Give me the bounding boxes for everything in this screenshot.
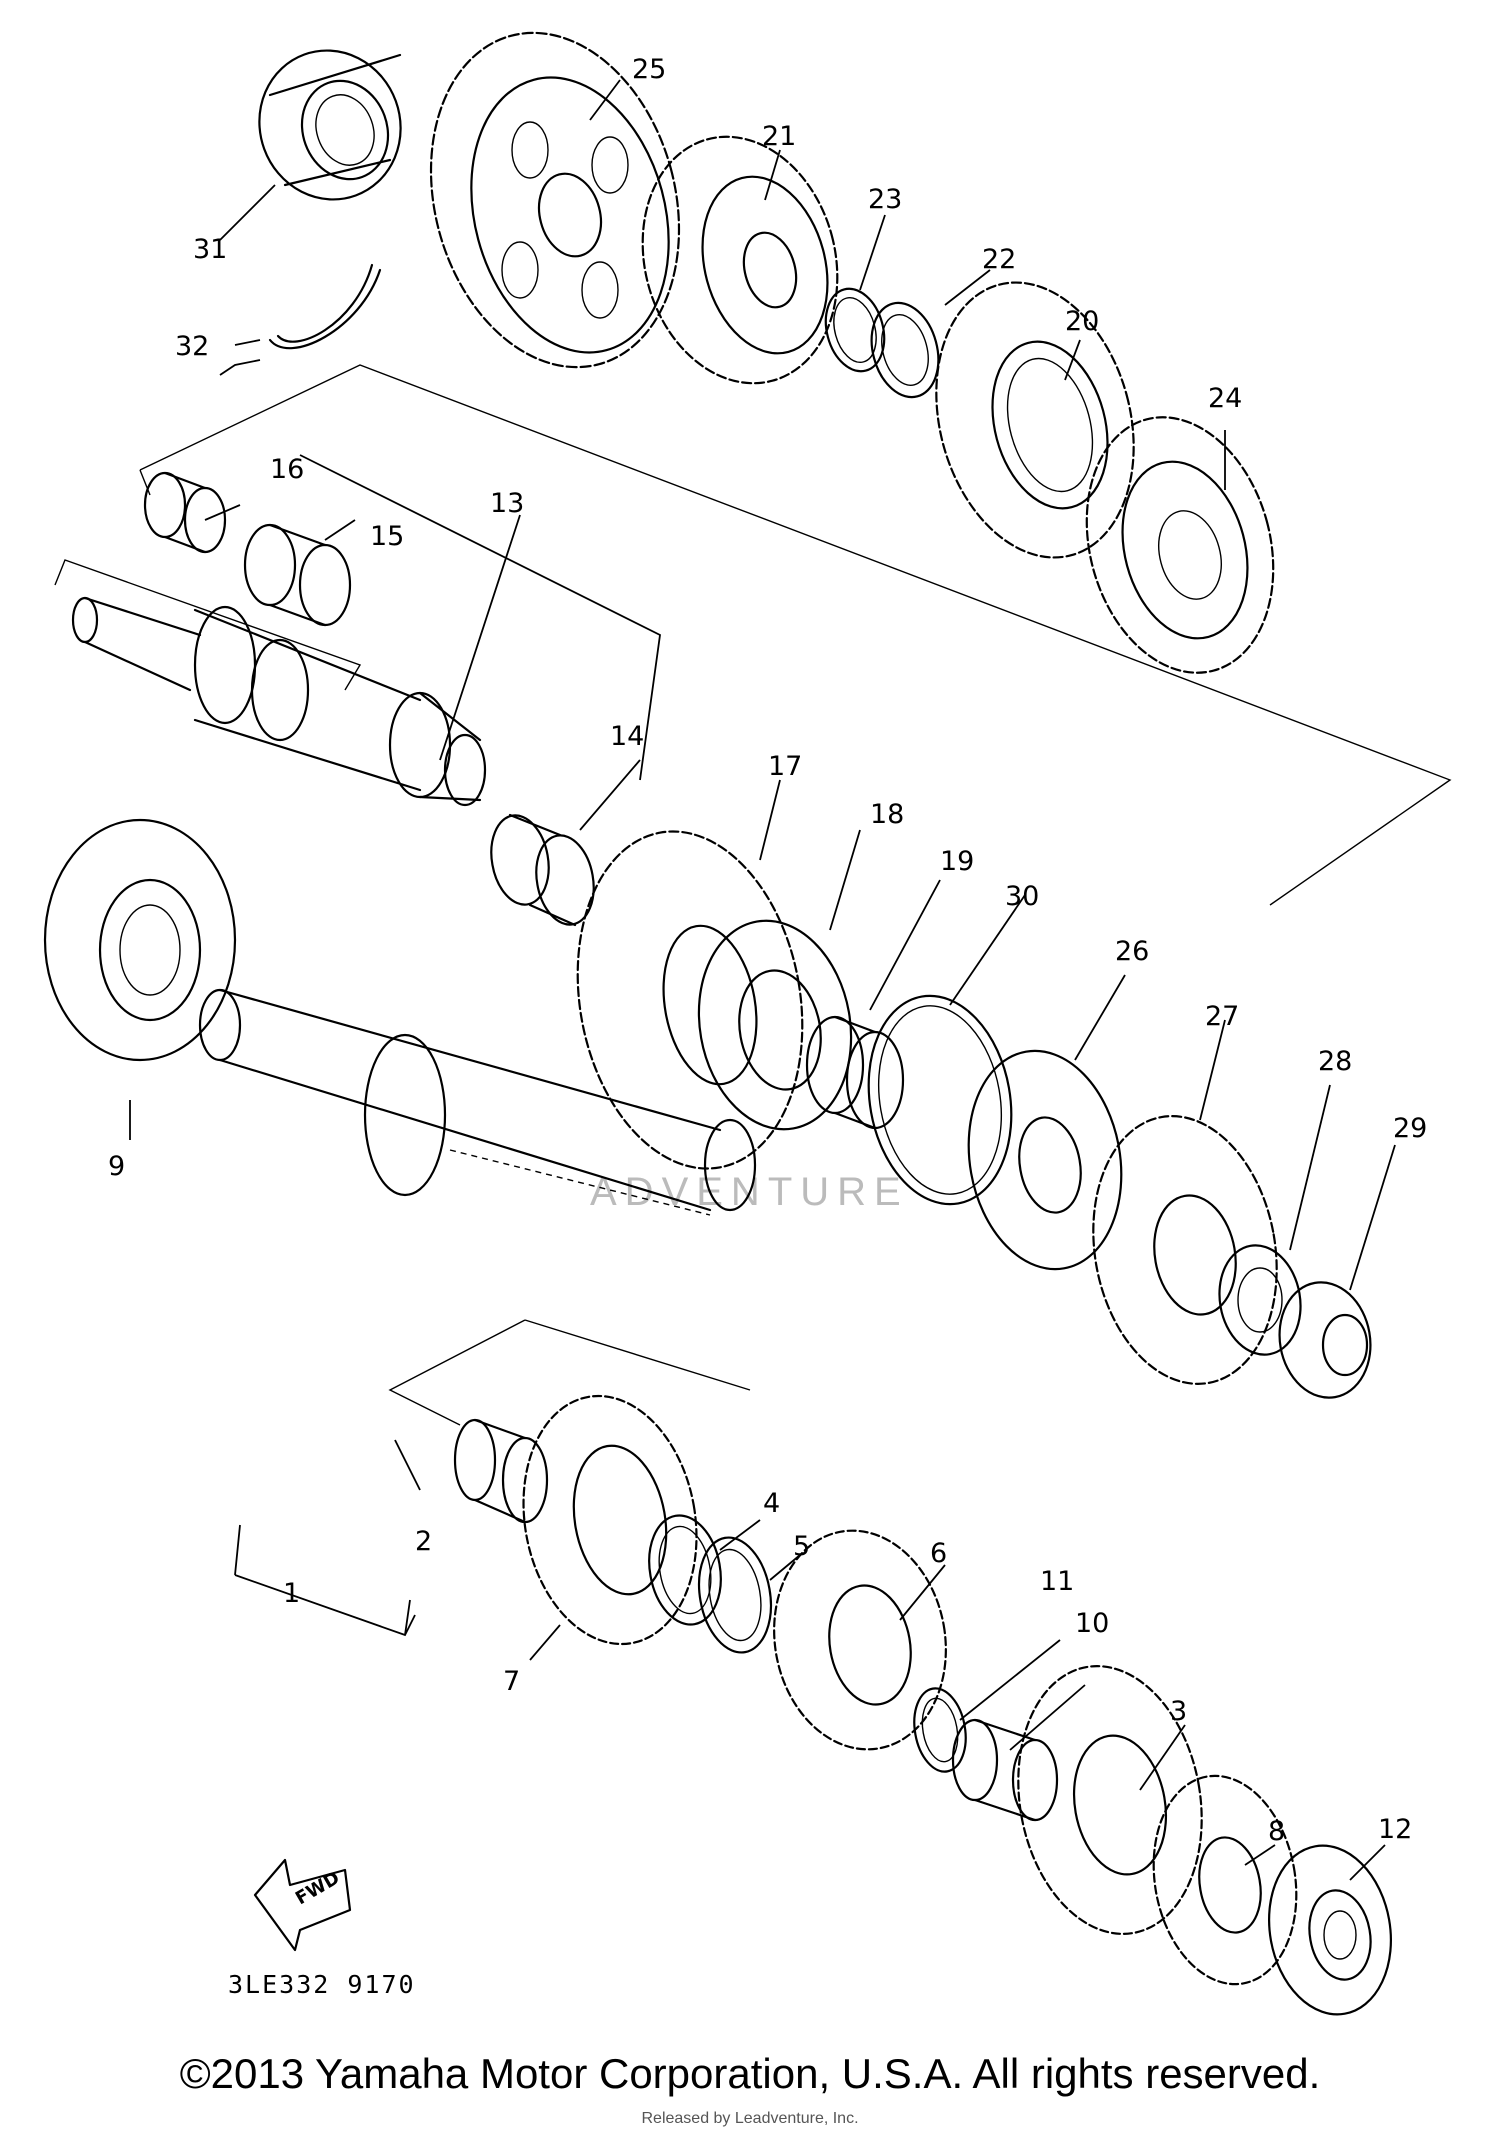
callout-18: 18 xyxy=(870,799,904,830)
gear-17 xyxy=(576,830,804,1170)
callout-30: 30 xyxy=(1005,881,1039,912)
callout-7: 7 xyxy=(503,1666,520,1697)
callout-labels: 31 32 25 21 23 22 20 24 16 15 13 14 17 1… xyxy=(108,54,1427,1847)
callout-25: 25 xyxy=(632,54,666,85)
copyright-notice: ©2013 Yamaha Motor Corporation, U.S.A. A… xyxy=(179,2050,1321,2097)
circlip-5 xyxy=(697,1536,773,1654)
callout-4: 4 xyxy=(763,1488,780,1519)
drive-axle-1 xyxy=(198,988,757,1216)
callout-28: 28 xyxy=(1318,1046,1352,1077)
bearing-18 xyxy=(697,919,853,1131)
callout-5: 5 xyxy=(793,1531,810,1562)
callout-22: 22 xyxy=(982,244,1016,275)
callout-19: 19 xyxy=(940,846,974,877)
callout-10: 10 xyxy=(1075,1608,1109,1639)
gear-21 xyxy=(641,135,839,385)
gear-25 xyxy=(429,31,681,369)
drawing-code: 3LE332 9170 xyxy=(228,1970,416,1999)
main-axle-13 xyxy=(71,596,487,807)
gear-24 xyxy=(1085,416,1275,674)
bushing-10 xyxy=(951,1718,1059,1822)
bearing-9 xyxy=(43,818,237,1062)
callout-6: 6 xyxy=(930,1538,947,1569)
lock-washer-28 xyxy=(1218,1244,1302,1356)
bushing-2 xyxy=(453,1418,549,1524)
callout-14: 14 xyxy=(610,721,644,752)
bearing-12 xyxy=(1267,1844,1393,2016)
bushing-14 xyxy=(490,813,595,927)
washer-26 xyxy=(967,1049,1123,1271)
callout-13: 13 xyxy=(490,488,524,519)
circlip-30 xyxy=(867,994,1013,1206)
callout-11: 11 xyxy=(1040,1566,1074,1597)
callout-31: 31 xyxy=(193,234,227,265)
fwd-arrow-icon: FWD xyxy=(253,1858,352,1952)
bushing-16 xyxy=(143,471,227,554)
nut-29 xyxy=(1278,1281,1372,1399)
bearing-31 xyxy=(258,49,402,201)
overlay-text: Released by Leadventure, Inc. xyxy=(641,2110,859,2127)
callout-26: 26 xyxy=(1115,936,1149,967)
callout-12: 12 xyxy=(1378,1814,1412,1845)
callout-29: 29 xyxy=(1393,1113,1427,1144)
background-watermark: ADVENTURE xyxy=(590,1170,909,1214)
callout-2: 2 xyxy=(415,1526,432,1557)
callout-20: 20 xyxy=(1065,306,1099,337)
fwd-label: FWD xyxy=(292,1868,343,1910)
gear-6 xyxy=(773,1529,947,1751)
callout-3: 3 xyxy=(1170,1696,1187,1727)
circlip-32 xyxy=(268,263,382,350)
callout-1: 1 xyxy=(283,1578,300,1609)
callout-16: 16 xyxy=(270,454,304,485)
gear-3 xyxy=(1017,1665,1203,1935)
sprocket-27 xyxy=(1092,1115,1278,1385)
callout-8: 8 xyxy=(1268,1816,1285,1847)
callout-15: 15 xyxy=(370,521,404,552)
washer-4 xyxy=(648,1514,722,1626)
gear-20 xyxy=(935,281,1135,559)
leader-lines xyxy=(129,79,1396,1881)
callout-32: 32 xyxy=(175,331,209,362)
bushing-15 xyxy=(243,523,352,627)
callout-17: 17 xyxy=(768,751,802,782)
ring-23 xyxy=(824,287,886,373)
callout-21: 21 xyxy=(762,121,796,152)
gear-7 xyxy=(522,1394,698,1646)
gear-8 xyxy=(1152,1774,1298,1986)
washer-22 xyxy=(870,301,940,399)
callout-24: 24 xyxy=(1208,383,1242,414)
callout-27: 27 xyxy=(1205,1001,1239,1032)
callout-9: 9 xyxy=(108,1151,125,1182)
callout-23: 23 xyxy=(868,184,902,215)
washer-11 xyxy=(913,1687,967,1773)
